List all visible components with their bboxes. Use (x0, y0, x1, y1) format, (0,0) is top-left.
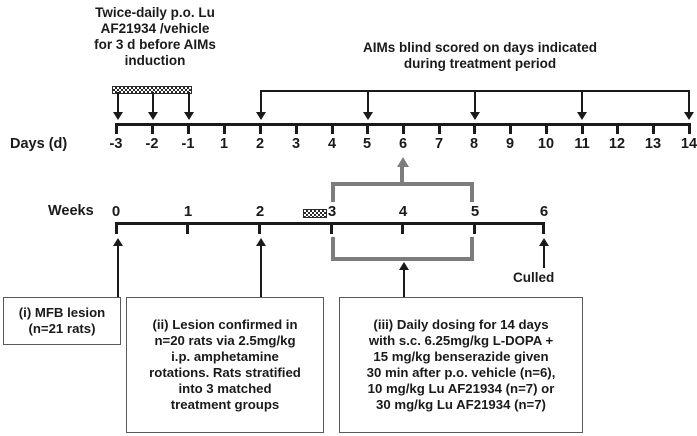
aims-arrow-stem-day-11 (581, 90, 583, 114)
days-tick-10 (545, 123, 548, 134)
days-label-8: 8 (469, 136, 479, 152)
daily-dosing-arrow-head (399, 262, 409, 270)
weeks-tick-6 (542, 222, 545, 234)
aims-arrow-head-day-2 (256, 112, 266, 120)
aims-arrow-head-day-14 (684, 112, 694, 120)
days-label-14: 14 (680, 136, 697, 152)
weeks-axis-break-hatched-mark (303, 209, 327, 218)
days-tick-minus2 (151, 123, 154, 134)
weeks-label-3: 3 (327, 203, 337, 220)
weeks-tick-3 (330, 222, 333, 234)
days-label-10: 10 (537, 136, 555, 152)
days-tick-14 (688, 123, 691, 134)
weeks-tick-2 (258, 222, 261, 234)
days-label-minus3: -3 (109, 136, 123, 152)
days-tick-5 (366, 123, 369, 134)
treatment-window-upper-bracket-left-leg (331, 182, 335, 202)
days-tick-11 (581, 123, 584, 134)
treatment-window-upper-bracket-right-leg (470, 182, 474, 202)
dosing-arrow-head-day-minus3 (113, 112, 123, 120)
days-tick-7 (438, 123, 441, 134)
aims-arrow-stem-day-5 (367, 90, 369, 114)
weeks-tick-0 (115, 222, 118, 234)
days-label-9: 9 (505, 136, 515, 152)
weeks-axis-line (115, 222, 544, 225)
days-tick-13 (652, 123, 655, 134)
treatment-window-lower-bracket-right-leg (470, 237, 474, 261)
days-tick-2 (259, 123, 262, 134)
days-tick-8 (473, 123, 476, 134)
mfb-lesion-arrow-head (113, 238, 123, 246)
days-tick-minus3 (115, 123, 118, 134)
aims-arrow-head-day-11 (577, 112, 587, 120)
days-tick-6 (402, 123, 405, 134)
days-tick-1 (223, 123, 226, 134)
aims-arrow-stem-day-14 (688, 90, 690, 114)
aims-arrow-stem-day-8 (474, 90, 476, 114)
days-label-13: 13 (644, 136, 662, 152)
box-lesion-confirmed[interactable]: (ii) Lesion confirmed in n=20 rats via 2… (126, 297, 324, 433)
dosing-arrow-head-day-minus2 (148, 112, 158, 120)
treatment-window-upper-bracket-top (331, 182, 474, 186)
weeks-label-1: 1 (183, 203, 193, 220)
dosing-arrow-head-day-minus1 (184, 112, 194, 120)
days-tick-9 (509, 123, 512, 134)
days-label-3: 3 (291, 136, 301, 152)
days-tick-12 (616, 123, 619, 134)
days-label-12: 12 (608, 136, 626, 152)
days-label-6: 6 (398, 136, 408, 152)
pretreatment-note: Twice-daily p.o. Lu AF21934 /vehicle for… (94, 5, 216, 68)
weeks-tick-4 (401, 222, 404, 234)
weeks-label-4: 4 (398, 203, 408, 220)
weeks-axis-label: Weeks (48, 203, 94, 219)
dosing-arrow-stem-day-minus1 (188, 92, 190, 114)
days-tick-4 (331, 123, 334, 134)
treatment-window-link-arrow-stem (400, 165, 404, 185)
lesion-confirmed-arrow-head (256, 238, 266, 246)
culled-arrow-stem (543, 245, 545, 268)
days-label-11: 11 (574, 136, 590, 152)
weeks-label-2: 2 (255, 203, 265, 220)
mfb-lesion-arrow-stem (117, 245, 119, 298)
treatment-window-lower-bracket-left-leg (331, 237, 335, 261)
aims-arrow-head-day-5 (363, 112, 373, 120)
box-mfb-lesion[interactable]: (i) MFB lesion (n=21 rats) (3, 297, 121, 345)
days-label-4: 4 (327, 136, 337, 152)
days-label-minus1: -1 (181, 136, 195, 152)
dosing-arrow-stem-day-minus2 (152, 92, 154, 114)
culled-label: Culled (513, 270, 555, 285)
treatment-window-link-arrow-head (397, 157, 409, 167)
days-label-1: 1 (219, 136, 229, 152)
culled-arrow-head (539, 238, 549, 246)
days-axis-label: Days (d) (10, 136, 68, 152)
days-label-minus2: -2 (145, 136, 159, 152)
days-tick-3 (295, 123, 298, 134)
aims-scoring-note: AIMs blind scored on days indicated duri… (362, 40, 598, 71)
days-label-2: 2 (255, 136, 265, 152)
lesion-confirmed-arrow-stem (260, 245, 262, 298)
weeks-label-6: 6 (539, 203, 549, 220)
weeks-tick-5 (473, 222, 476, 234)
weeks-tick-1 (186, 222, 189, 234)
days-label-5: 5 (362, 136, 372, 152)
weeks-label-0: 0 (111, 203, 121, 220)
days-label-7: 7 (434, 136, 444, 152)
aims-arrow-head-day-8 (470, 112, 480, 120)
aims-arrow-stem-day-2 (260, 90, 262, 114)
treatment-window-lower-bracket-bottom (331, 257, 474, 261)
dosing-arrow-stem-day-minus3 (117, 92, 119, 114)
days-tick-minus1 (187, 123, 190, 134)
weeks-label-5: 5 (470, 203, 480, 220)
box-daily-dosing[interactable]: (iii) Daily dosing for 14 days with s.c.… (339, 297, 583, 433)
daily-dosing-arrow-stem (403, 269, 405, 298)
